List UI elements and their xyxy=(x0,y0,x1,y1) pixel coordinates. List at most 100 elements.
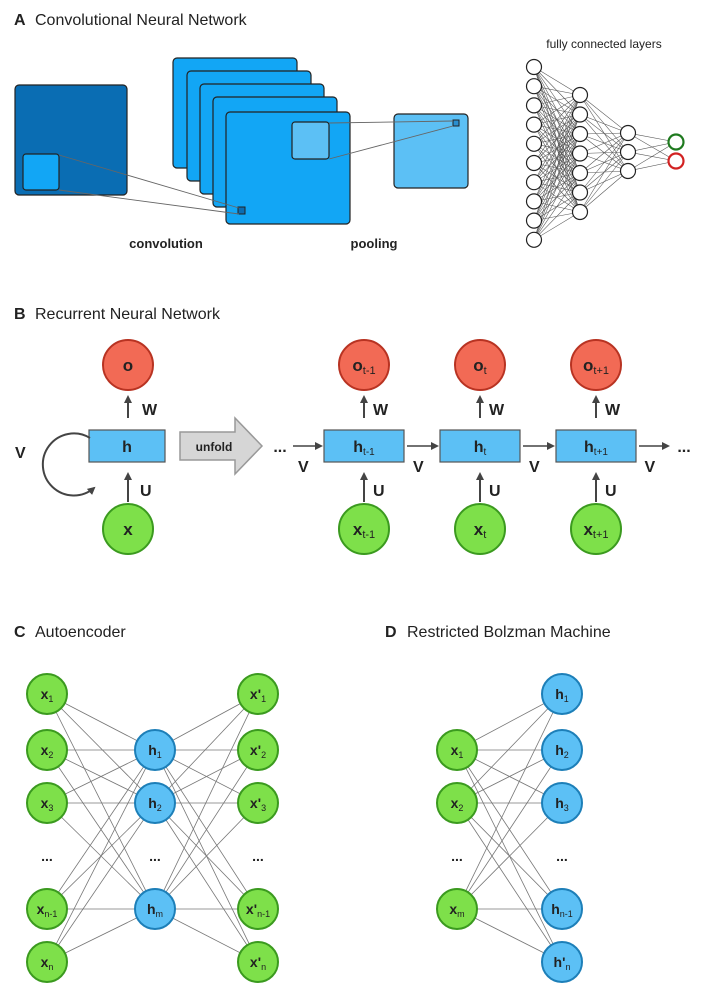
fc-connection xyxy=(627,141,677,172)
ae-input-node xyxy=(26,941,68,983)
rbm-hidden-label: hn-1 xyxy=(551,901,573,919)
rnn-input-node xyxy=(454,503,506,555)
ae-hidden-node xyxy=(134,729,176,771)
ae-hidden-node xyxy=(134,782,176,824)
fc-connection xyxy=(579,132,629,193)
rbm-hidden-label: h1 xyxy=(555,686,569,704)
fc-connection xyxy=(533,172,581,240)
rbm-visible-ellipsis: ... xyxy=(451,848,463,864)
rbm-hidden-node xyxy=(541,888,583,930)
ae-output-node xyxy=(237,888,279,930)
fc-connection xyxy=(533,211,581,241)
fc-neuron xyxy=(525,193,543,210)
fc-neuron xyxy=(525,97,543,114)
ae-hidden-label: h1 xyxy=(148,742,162,760)
ae-output-label: x'3 xyxy=(250,795,266,813)
fc-neuron xyxy=(571,106,589,123)
ae-output-ellipsis: ... xyxy=(252,848,264,864)
ae-output-node xyxy=(237,729,279,771)
fc-neuron xyxy=(525,212,543,229)
rnn-hidden-label: ht-1 xyxy=(353,439,375,458)
fc-neuron xyxy=(525,116,543,133)
panel-a: A Convolutional Neural Network convoluti… xyxy=(14,12,685,251)
fc-connection xyxy=(579,132,629,213)
rbm-visible-node xyxy=(436,782,478,824)
fc-neuron xyxy=(571,164,589,182)
fc-output-neuron xyxy=(667,133,685,151)
rnn-hidden-node xyxy=(555,429,637,463)
fc-connection xyxy=(579,151,629,213)
ae-hidden-node xyxy=(134,888,176,930)
ae-output-node xyxy=(237,941,279,983)
fc-neuron xyxy=(619,124,637,142)
ae-output-label: x'1 xyxy=(250,686,266,704)
fc-neuron xyxy=(571,125,589,143)
ae-input-node xyxy=(26,782,68,824)
rnn-output-label: o xyxy=(123,356,133,375)
rnn-w-label: W xyxy=(605,402,621,419)
fc-output-neuron xyxy=(667,152,685,170)
ae-input-label: x2 xyxy=(41,742,54,760)
fc-neuron xyxy=(571,145,589,162)
fc-neuron xyxy=(619,162,637,180)
ae-output-label: x'n-1 xyxy=(246,901,270,919)
cnn-pooled-pixel xyxy=(452,119,460,127)
rnn-input-node xyxy=(338,503,390,555)
panel-c-title: Autoencoder xyxy=(35,624,126,641)
ae-input-node xyxy=(26,888,68,930)
rbm-visible-label: x2 xyxy=(451,795,464,813)
ae-decoder-edge xyxy=(154,749,259,910)
ae-output-node xyxy=(237,673,279,715)
rnn-hidden-node xyxy=(439,429,521,463)
rnn-u-label: U xyxy=(605,483,617,500)
panel-d: D Restricted Bolzman Machine x1x2...xmh1… xyxy=(385,624,611,983)
ae-output-node xyxy=(237,782,279,824)
rnn-v-label: V xyxy=(15,445,26,462)
panel-a-title: Convolutional Neural Network xyxy=(35,12,248,29)
rbm-edge xyxy=(456,749,563,910)
ae-decoder-edge xyxy=(154,693,259,804)
rnn-input-label: xt+1 xyxy=(583,520,608,541)
rnn-output-label: ot xyxy=(473,356,486,377)
fully-connected-label: fully connected layers xyxy=(546,37,661,51)
unfold-label: unfold xyxy=(196,440,233,454)
ae-input-label: xn xyxy=(41,954,54,972)
rbm-edge xyxy=(456,802,563,910)
rnn-v-label: V xyxy=(645,459,656,476)
ae-encoder-edge xyxy=(46,802,156,963)
fc-connection xyxy=(579,132,629,174)
ae-input-label: xn-1 xyxy=(37,901,58,919)
rnn-output-node xyxy=(570,339,622,391)
cnn-kernel-window xyxy=(22,153,60,191)
fc-connection xyxy=(579,132,629,154)
rnn-hidden-label: ht xyxy=(474,439,487,458)
fc-neuron xyxy=(525,78,543,95)
rnn-w-label: W xyxy=(142,402,158,419)
panel-b-letter: B xyxy=(14,306,26,323)
rnn-input-label: xt-1 xyxy=(353,520,375,541)
ae-decoder-edge xyxy=(154,802,259,963)
rnn-u-label: U xyxy=(373,483,385,500)
rnn-ellipsis-right: ... xyxy=(677,439,690,456)
fc-neuron xyxy=(619,143,637,161)
fc-connection xyxy=(533,94,581,125)
rbm-hidden-label: h2 xyxy=(555,742,569,760)
rbm-hidden-node xyxy=(541,673,583,715)
rnn-hidden-node xyxy=(88,429,166,463)
ae-input-node xyxy=(26,673,68,715)
ae-hidden-label: h2 xyxy=(148,795,162,813)
ae-encoder-edge xyxy=(46,749,156,963)
fc-connection xyxy=(533,94,581,183)
autoencoder-network: x1x2x3...xn-1xnh1h2...hmx'1x'2x'3...x'n-… xyxy=(26,673,279,983)
rbm-visible-label: xm xyxy=(449,901,464,919)
rnn-w-label: W xyxy=(489,402,505,419)
fc-neuron xyxy=(571,203,589,221)
rnn-hidden-node xyxy=(323,429,405,463)
fc-connection xyxy=(533,94,581,240)
rbm-edge xyxy=(456,802,563,963)
rnn-output-label: ot-1 xyxy=(352,356,375,377)
fc-connection xyxy=(533,66,581,96)
fc-neuron xyxy=(525,154,543,172)
unfold-arrow xyxy=(179,416,264,476)
